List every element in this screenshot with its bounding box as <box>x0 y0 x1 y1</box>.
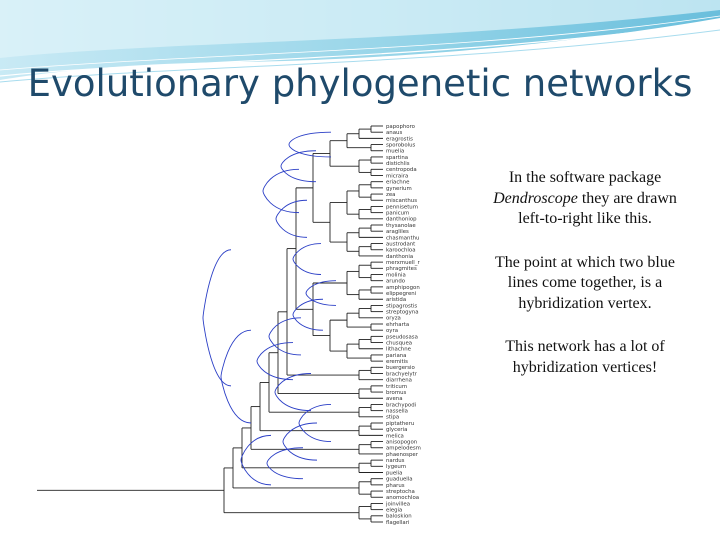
taxon-label: centropoda <box>386 167 417 173</box>
taxon-label: avena <box>386 396 403 402</box>
taxon-label: nassella <box>386 409 408 415</box>
taxon-label: anomochloa <box>386 495 419 501</box>
header-wave-decoration <box>0 0 720 83</box>
network-svg: papophoroanauseragrostissporobolusmuelia… <box>37 124 421 526</box>
reticulation-edge <box>240 434 272 486</box>
taxon-label: papophoro <box>386 124 415 130</box>
slide-title: Evolutionary phylogenetic networks <box>27 62 693 105</box>
reticulation-edge <box>298 403 332 443</box>
taxon-label: spartina <box>386 155 408 161</box>
taxon-label: elegia <box>386 508 402 514</box>
taxon-label: anaus <box>386 130 402 136</box>
paragraph-hybridization-vertex: The point at which two blue lines come t… <box>495 253 675 312</box>
paragraph1-text-start: In the software package <box>508 169 662 186</box>
reticulation-edge <box>274 373 312 412</box>
taxon-label: pariana <box>386 353 406 359</box>
taxon-label: sporobolus <box>386 142 416 148</box>
taxon-label: flagellari <box>386 520 409 526</box>
taxon-label: guaduella <box>386 477 413 483</box>
paragraph1-text-end: they are drawn left-to-right like this. <box>518 189 677 228</box>
taxon-label: miscanthus <box>386 198 417 204</box>
taxon-label: danthoniop <box>386 217 417 223</box>
reticulation-edge <box>305 280 337 306</box>
reticulation-edge <box>266 447 304 480</box>
taxon-label: chasmanthu <box>386 235 419 241</box>
taxon-label: gynerium <box>386 186 412 192</box>
taxon-label: austrodant <box>386 241 415 247</box>
taxon-label: thysanolae <box>386 223 416 229</box>
taxon-label: panicum <box>386 211 409 217</box>
taxon-label: phragmites <box>386 266 417 272</box>
taxon-label: zea <box>386 192 395 198</box>
taxon-label: lygeum <box>386 464 406 470</box>
taxon-label: elippegreni <box>386 291 416 297</box>
taxon-label: nardus <box>386 458 405 464</box>
taxon-label: amphipogon <box>386 285 420 291</box>
software-name: Dendroscope <box>493 189 578 207</box>
reticulation-edge <box>282 422 318 461</box>
taxon-label: glyceria <box>386 427 407 433</box>
taxon-label: phaenosper <box>386 452 419 458</box>
taxon-label: ehrharta <box>386 322 409 328</box>
taxon-label: buergersio <box>386 365 415 371</box>
taxon-label: karoochloa <box>386 248 416 254</box>
taxon-label: pharus <box>386 483 405 489</box>
paragraph-dendroscope: In the software package Dendroscope they… <box>482 168 688 230</box>
taxon-label: eriachne <box>386 180 410 186</box>
taxon-label: lithachne <box>386 347 412 353</box>
taxon-label: anisopogon <box>386 439 417 445</box>
taxon-label: oryza <box>386 316 401 322</box>
taxon-label: muelia <box>386 149 404 155</box>
taxon-label: piptatheru <box>386 421 414 427</box>
taxon-label: brachyelytr <box>386 371 418 377</box>
taxon-label: chusquea <box>386 340 412 346</box>
taxon-label: streptogyna <box>386 310 419 316</box>
reticulation-edge <box>220 329 252 424</box>
taxon-label: baloskion <box>386 514 412 520</box>
taxon-label: merxmuell_r <box>386 260 421 266</box>
taxon-label: brachypodi <box>386 402 416 408</box>
explanation-text: In the software package Dendroscope they… <box>482 168 688 401</box>
taxon-label: stipagrostis <box>386 303 417 309</box>
reticulation-edge <box>256 342 294 381</box>
taxon-label: melica <box>386 433 404 439</box>
taxon-label: aristida <box>386 297 406 303</box>
taxon-label: oyra <box>386 328 398 334</box>
taxon-label: bromus <box>386 390 406 396</box>
taxon-label: micraira <box>386 173 408 179</box>
reticulation-edge <box>288 131 332 158</box>
taxon-label: stipa <box>386 415 399 421</box>
taxon-label: puelia <box>386 470 402 476</box>
taxon-label: ampelodesm <box>386 446 421 452</box>
taxon-label: joinvillea <box>385 501 410 507</box>
taxon-label: eremitis <box>386 359 408 365</box>
reticulation-edge <box>292 243 322 275</box>
reticulation-edge <box>275 199 308 238</box>
reticulation-edge <box>202 249 232 387</box>
taxon-label: molinia <box>386 272 406 278</box>
reticulation-edge <box>280 150 317 183</box>
taxon-label: triticum <box>386 384 407 390</box>
taxon-label: streptocha <box>386 489 415 495</box>
taxon-label: distichlis <box>386 161 410 167</box>
taxon-label: diarrhena <box>386 378 412 384</box>
taxon-label: eragrostis <box>386 136 413 142</box>
taxon-label: arundo <box>386 279 405 285</box>
taxon-label: pseudosasa <box>386 334 418 340</box>
taxon-label: pennisetum <box>386 204 418 210</box>
taxon-label: aragliles <box>386 229 409 235</box>
reticulation-edge <box>268 317 302 356</box>
reticulation-edge <box>292 298 324 331</box>
taxon-label: danthonia <box>386 254 413 260</box>
paragraph-many-vertices: This network has a lot of hybridization … <box>505 338 665 376</box>
reticulation-edge <box>262 168 300 214</box>
